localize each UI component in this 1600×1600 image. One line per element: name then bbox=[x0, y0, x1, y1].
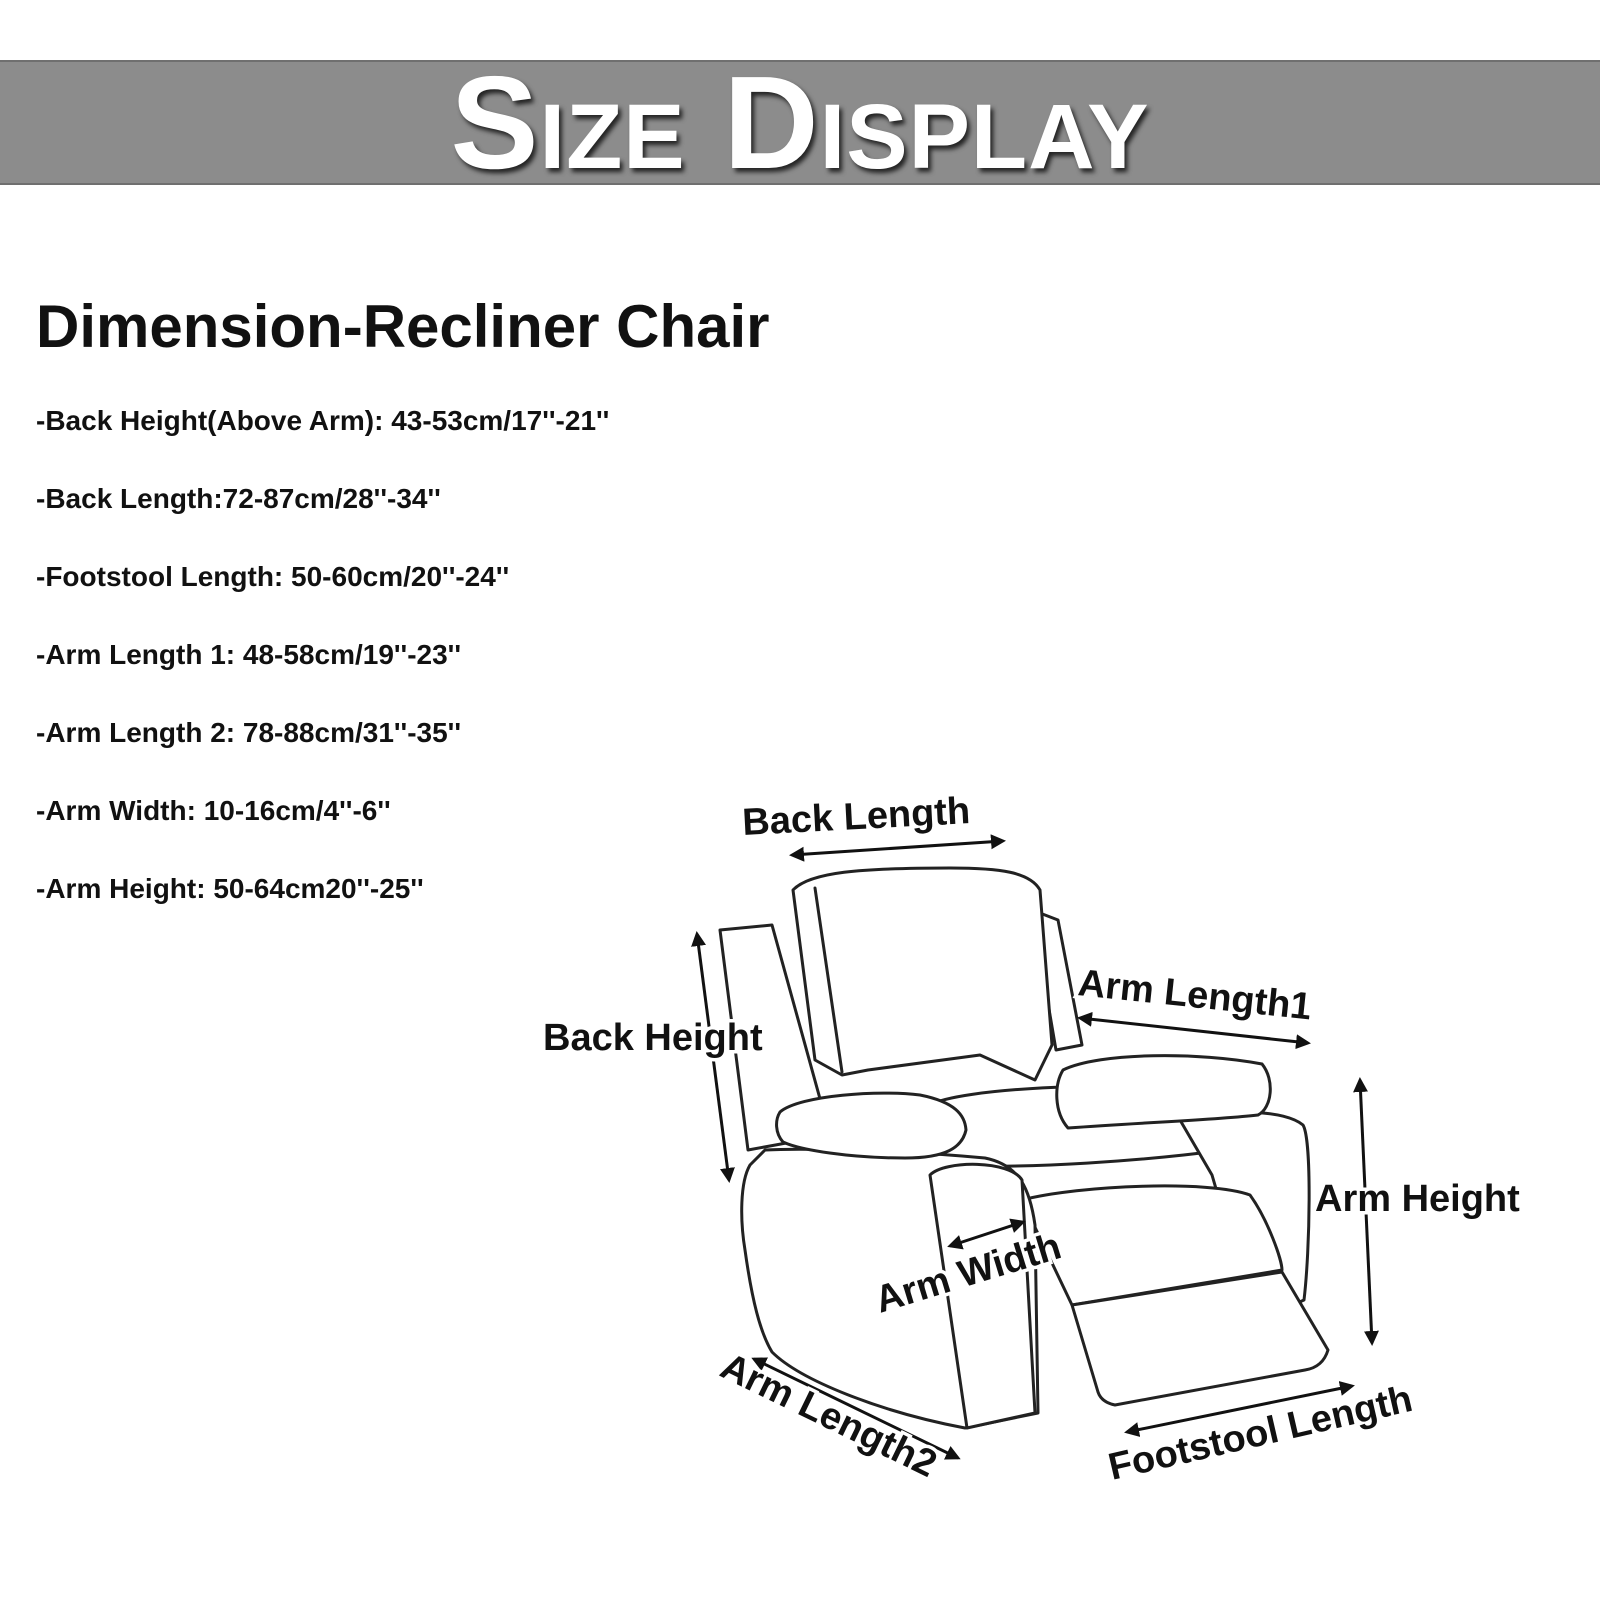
arm-length1-label: Arm Length1 bbox=[1076, 962, 1313, 1028]
spec-arm-length-2: -Arm Length 2: 78-88cm/31''-35'' bbox=[36, 717, 461, 748]
arm-length1-arrow bbox=[1077, 1011, 1311, 1050]
arm-length2-arrow bbox=[751, 1357, 961, 1460]
spec-arm-width: -Arm Width: 10-16cm/4''-6'' bbox=[36, 795, 391, 826]
spec-footstool-length: -Footstool Length: 50-60cm/20''-24'' bbox=[36, 561, 510, 592]
left-arm-cushion bbox=[775, 1091, 968, 1160]
arm-width-arrow bbox=[947, 1218, 1026, 1250]
backrest-panel bbox=[813, 886, 844, 1074]
header-banner: Size Display bbox=[0, 48, 1600, 196]
spec-arm-length-1: -Arm Length 1: 48-58cm/19''-23'' bbox=[36, 639, 461, 670]
arm-height-label: Arm Height bbox=[1315, 1178, 1520, 1220]
footstool-length-arrow bbox=[1124, 1381, 1355, 1437]
spec-back-height: -Back Height(Above Arm): 43-53cm/17''-21… bbox=[36, 405, 610, 436]
footstool-top bbox=[1020, 1184, 1284, 1307]
recliner-chair-outline bbox=[718, 866, 1330, 1430]
dimension-arrows bbox=[691, 834, 1379, 1460]
right-arm-cushion bbox=[1055, 1054, 1272, 1130]
back-height-label: Back Height bbox=[543, 1017, 763, 1059]
footstool-lower bbox=[1070, 1270, 1330, 1407]
backrest bbox=[791, 866, 1054, 1082]
banner-title: Size Display bbox=[450, 48, 1150, 196]
arm-height-arrow bbox=[1353, 1077, 1379, 1346]
back-length-arrow bbox=[789, 834, 1006, 862]
spec-arm-height: -Arm Height: 50-64cm20''-25'' bbox=[36, 873, 424, 904]
back-length-label: Back Length bbox=[741, 790, 971, 844]
page-heading: Dimension-Recliner Chair bbox=[36, 293, 770, 360]
back-height-arrow bbox=[691, 931, 735, 1183]
spec-back-length: -Back Length:72-87cm/28''-34'' bbox=[36, 483, 441, 514]
